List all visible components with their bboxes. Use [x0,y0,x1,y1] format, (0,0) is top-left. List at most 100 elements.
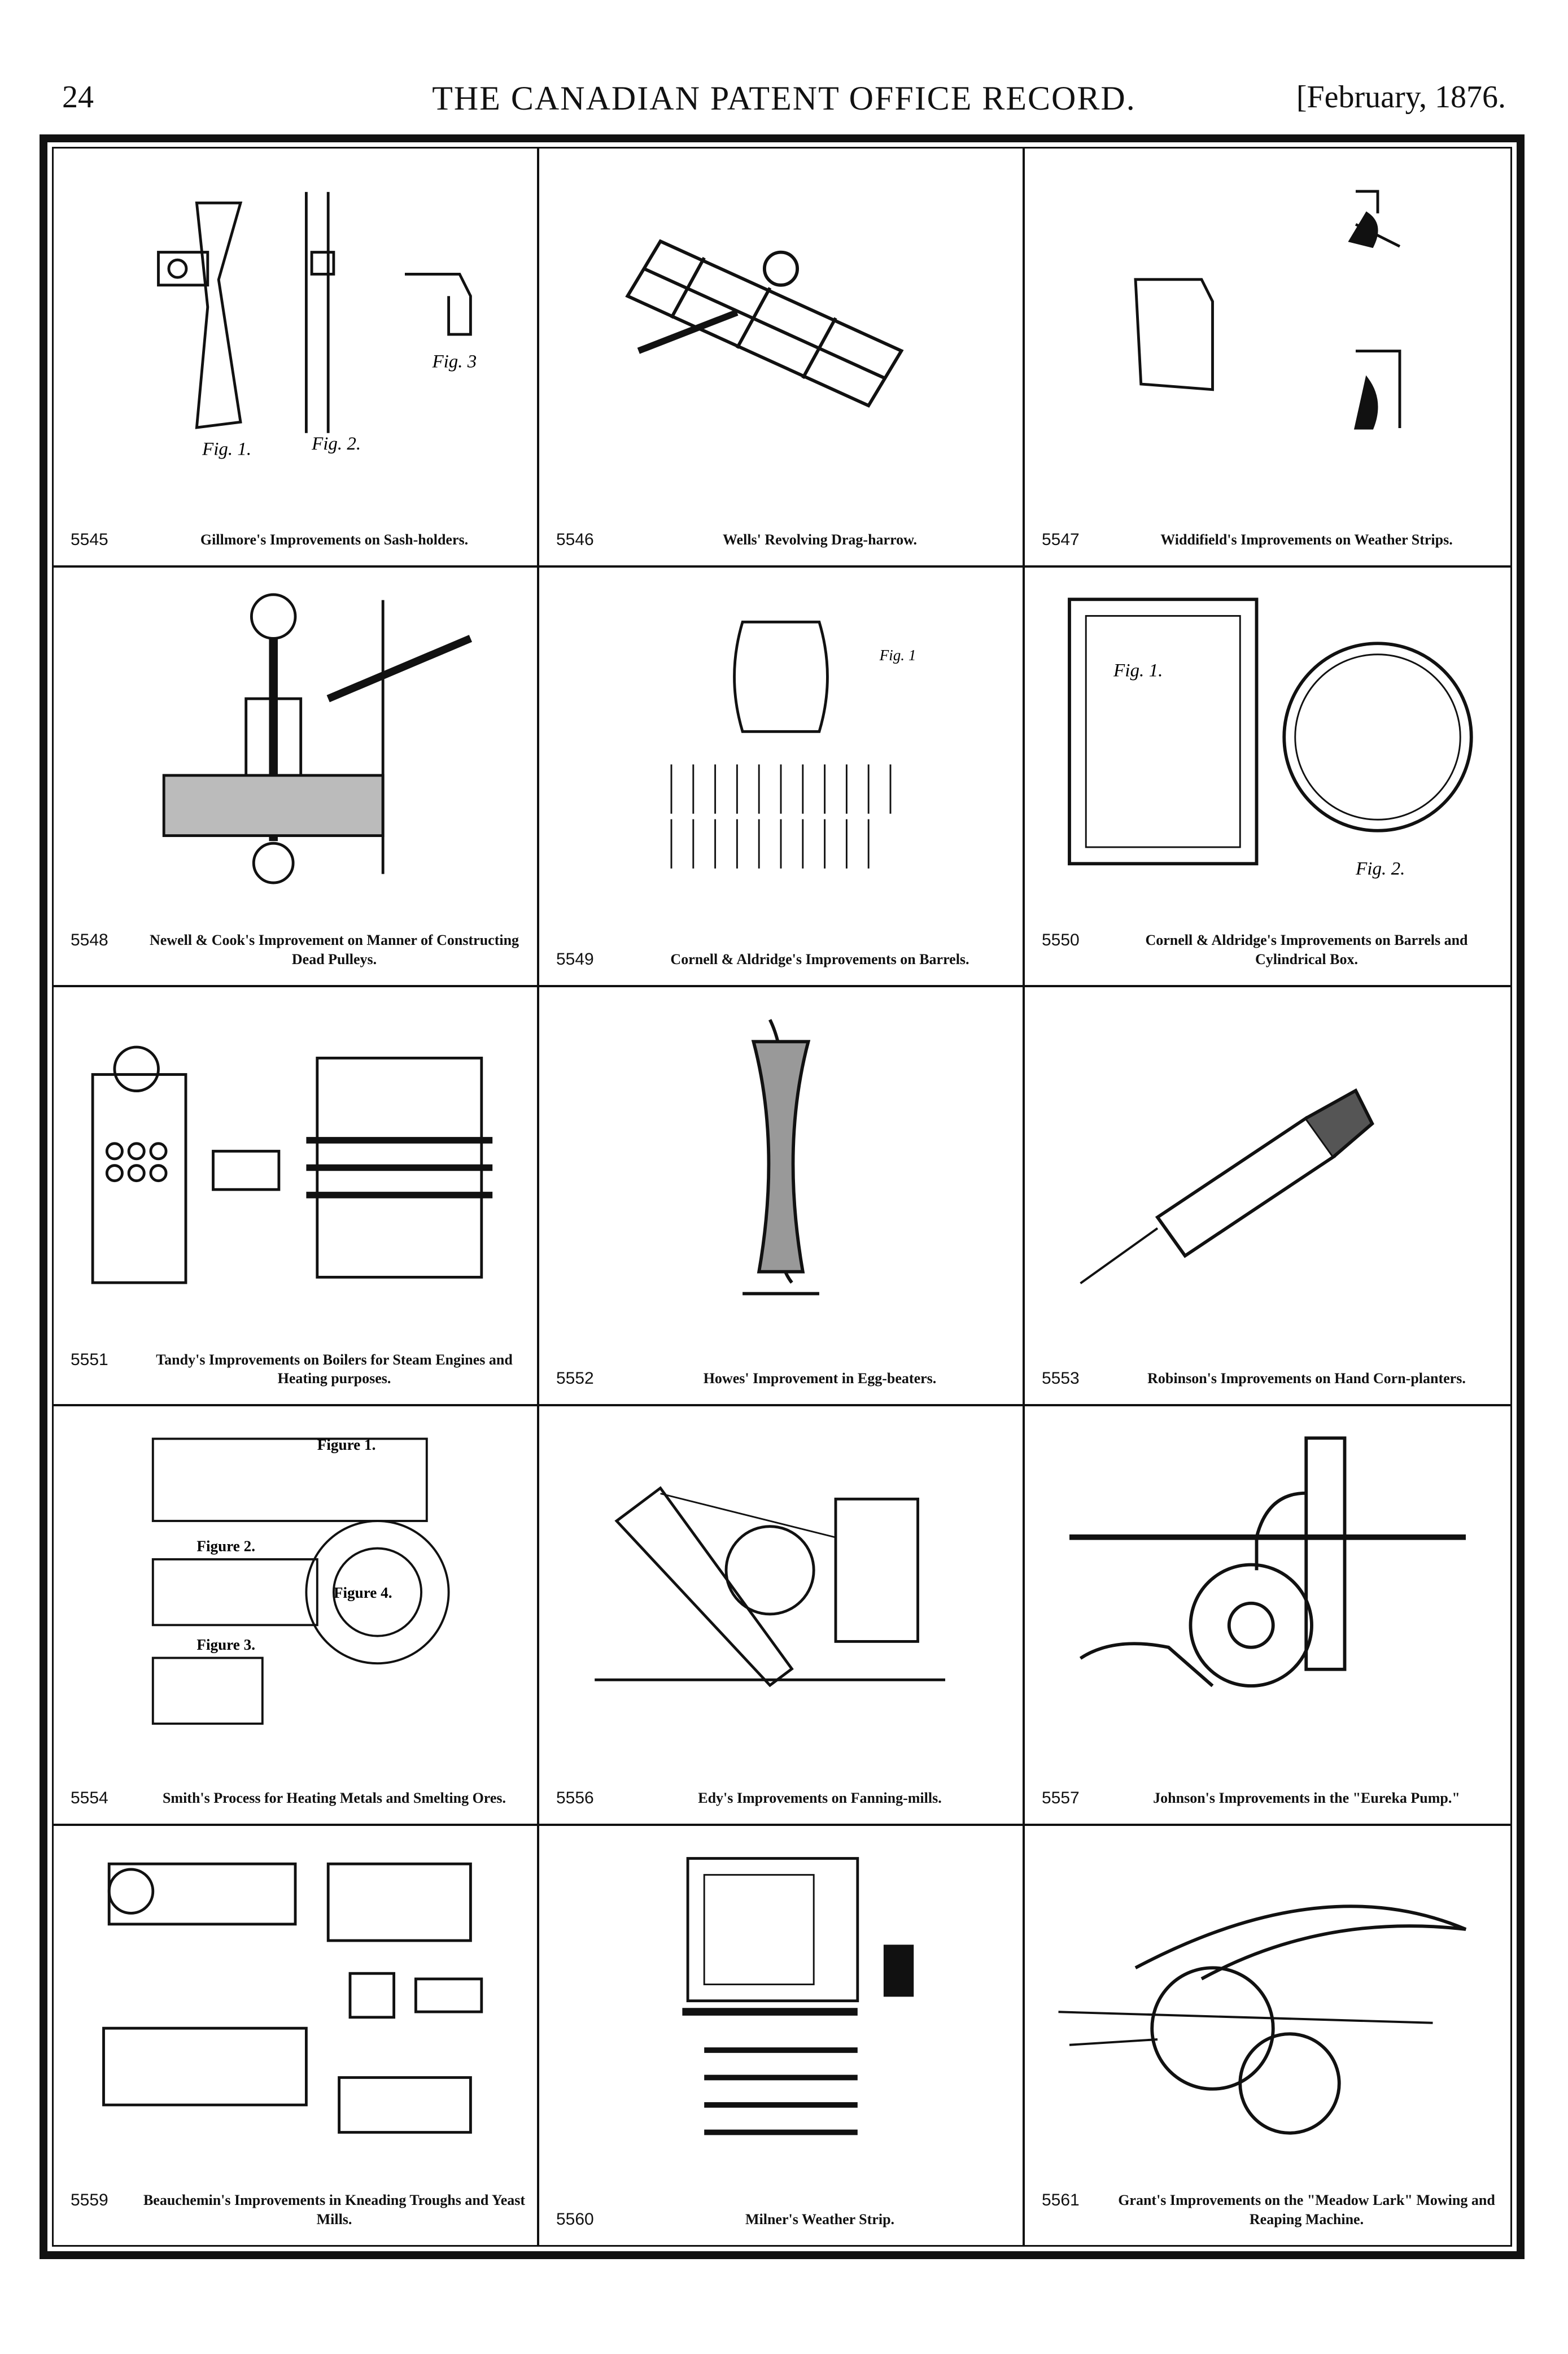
patent-cell: 5557 Johnson's Improvements in the "Eure… [1025,1406,1510,1826]
patent-number: 5560 [556,2210,594,2229]
patent-caption: 5556 Edy's Improvements on Fanning-mills… [556,1789,1011,1808]
patent-illustration [562,1423,1000,1728]
barrel-drawing: Fig. 1 [670,621,916,869]
patent-cell: 5548 Newell & Cook's Improvement on Mann… [54,568,539,987]
patent-plate-frame: Fig. 1. Fig. 2. Fig. 3 5545 Gillmore's I… [40,134,1525,2259]
patent-cell: 5561 Grant's Improvements on the "Meadow… [1025,1826,1510,2245]
patent-caption: 5554 Smith's Process for Heating Metals … [71,1789,526,1808]
patent-caption: 5547 Widdifield's Improvements on Weathe… [1042,530,1499,550]
dead-pulley-drawing [162,593,473,884]
patent-title: Widdifield's Improvements on Weather Str… [1160,531,1453,548]
fanning-mill-drawing [595,1486,945,1688]
patent-illustration [76,1843,514,2148]
patent-title: Wells' Revolving Drag-harrow. [722,531,917,548]
patent-title: Cornell & Aldridge's Improvements on Bar… [670,951,969,967]
figure-label: Figure 1. [317,1436,376,1453]
patent-number: 5561 [1042,2191,1080,2210]
patent-caption: 5560 Milner's Weather Strip. [556,2210,1011,2229]
patent-title: Edy's Improvements on Fanning-mills. [698,1789,942,1806]
patent-cell: Fig. 1. Fig. 2. Fig. 3 5545 Gillmore's I… [54,149,539,568]
patent-illustration [76,1004,514,1309]
patent-cell: Figure 1. Figure 2. Figure 4. Figure 3. … [54,1406,539,1826]
weather-strip-drawing [1134,190,1401,430]
boiler-drawing [91,1045,493,1284]
figure-label: Fig. 1. [1113,660,1163,681]
patent-title: Beauchemin's Improvements in Kneading Tr… [143,2192,526,2228]
mowing-machine-drawing [1058,1904,1467,2135]
patent-title: Gillmore's Improvements on Sash-holders. [200,531,469,548]
patent-number: 5557 [1042,1788,1080,1807]
patent-number: 5553 [1042,1369,1080,1388]
patent-number: 5549 [556,949,594,969]
drag-harrow-drawing [625,239,904,408]
patent-illustration [562,165,1000,470]
patent-caption: 5548 Newell & Cook's Improvement on Mann… [71,931,526,969]
issue-date: [February, 1876. [1296,80,1506,115]
patent-caption: 5561 Grant's Improvements on the "Meadow… [1042,2191,1499,2229]
patent-number: 5547 [1042,530,1080,550]
patent-title: Robinson's Improvements on Hand Corn-pla… [1147,1370,1466,1387]
patent-illustration: Figure 1. Figure 2. Figure 4. Figure 3. [76,1423,514,1728]
journal-title: THE CANADIAN PATENT OFFICE RECORD. [432,80,1136,117]
patent-number: 5551 [71,1350,108,1369]
patent-illustration [1047,1004,1488,1309]
patent-illustration: Fig. 1 [562,585,1000,890]
patent-plate-inner: Fig. 1. Fig. 2. Fig. 3 5545 Gillmore's I… [52,147,1512,2247]
patent-title: Milner's Weather Strip. [745,2211,895,2227]
patent-caption: 5557 Johnson's Improvements in the "Eure… [1042,1789,1499,1808]
patent-illustration: Fig. 1. Fig. 2. [1047,585,1488,890]
patent-title: Grant's Improvements on the "Meadow Lark… [1118,2192,1495,2228]
figure-label: Figure 2. [196,1538,255,1555]
patent-cell: 5559 Beauchemin's Improvements in Kneadi… [54,1825,539,2245]
patent-title: Smith's Process for Heating Metals and S… [162,1789,506,1806]
patent-illustration [1047,1423,1488,1728]
patent-cell: 5547 Widdifield's Improvements on Weathe… [1025,149,1510,568]
figure-label: Fig. 2. [311,434,361,454]
patent-cell: 5546 Wells' Revolving Drag-harrow. [539,149,1025,568]
patent-cell: Fig. 1 5549 Cornell & Aldridge's Improve… [539,568,1025,987]
figure-label: Fig. 3 [432,351,477,372]
patent-illustration [76,585,514,890]
patent-caption: 5549 Cornell & Aldridge's Improvements o… [556,950,1011,969]
patent-caption: 5545 Gillmore's Improvements on Sash-hol… [71,530,526,550]
corn-planter-drawing [1080,1088,1374,1284]
patent-illustration [562,1004,1000,1309]
patent-title: Newell & Cook's Improvement on Manner of… [149,932,519,967]
patent-illustration [1047,1843,1488,2148]
patent-title: Tandy's Improvements on Boilers for Stea… [156,1351,513,1387]
patent-title: Cornell & Aldridge's Improvements on Bar… [1145,932,1468,967]
patent-title: Howes' Improvement in Egg-beaters. [703,1370,937,1387]
patent-caption: 5551 Tandy's Improvements on Boilers for… [71,1350,526,1389]
patent-cell: 5551 Tandy's Improvements on Boilers for… [54,987,539,1407]
figure-label: Fig. 2. [1355,858,1405,879]
patent-cell: 5556 Edy's Improvements on Fanning-mills… [539,1406,1025,1826]
patent-number: 5556 [556,1788,594,1807]
patent-caption: 5552 Howes' Improvement in Egg-beaters. [556,1369,1011,1388]
eureka-pump-drawing [1069,1436,1466,1688]
figure-label: Figure 3. [196,1636,255,1653]
smelting-furnace-drawing: Figure 1. Figure 2. Figure 4. Figure 3. [151,1436,450,1725]
patent-number: 5552 [556,1369,594,1388]
patent-illustration: Fig. 1. Fig. 2. Fig. 3 [76,165,514,470]
kneading-trough-drawing [102,1862,483,2134]
patent-number: 5545 [71,530,108,550]
patent-grid: Fig. 1. Fig. 2. Fig. 3 5545 Gillmore's I… [54,149,1510,2245]
cylindrical-box-drawing: Fig. 1. Fig. 2. [1068,598,1473,879]
patent-caption: 5550 Cornell & Aldridge's Improvements o… [1042,931,1499,969]
patent-cell: Fig. 1. Fig. 2. 5550 Cornell & Aldridge'… [1025,568,1510,987]
patent-number: 5550 [1042,931,1080,950]
patent-illustration [562,1843,1000,2148]
patent-number: 5546 [556,530,594,550]
patent-caption: 5553 Robinson's Improvements on Hand Cor… [1042,1369,1499,1388]
sash-holder-drawing: Fig. 1. Fig. 2. Fig. 3 [157,191,477,460]
page-number: 24 [62,80,94,115]
patent-caption: 5546 Wells' Revolving Drag-harrow. [556,530,1011,550]
figure-label: Figure 4. [334,1584,392,1601]
egg-beater-drawing [742,1018,819,1296]
patent-number: 5548 [71,931,108,950]
patent-number: 5559 [71,2191,108,2210]
patent-number: 5554 [71,1788,108,1807]
patent-cell: 5552 Howes' Improvement in Egg-beaters. [539,987,1025,1407]
milner-weather-strip-drawing [682,1856,914,2135]
patent-illustration [1047,165,1488,470]
